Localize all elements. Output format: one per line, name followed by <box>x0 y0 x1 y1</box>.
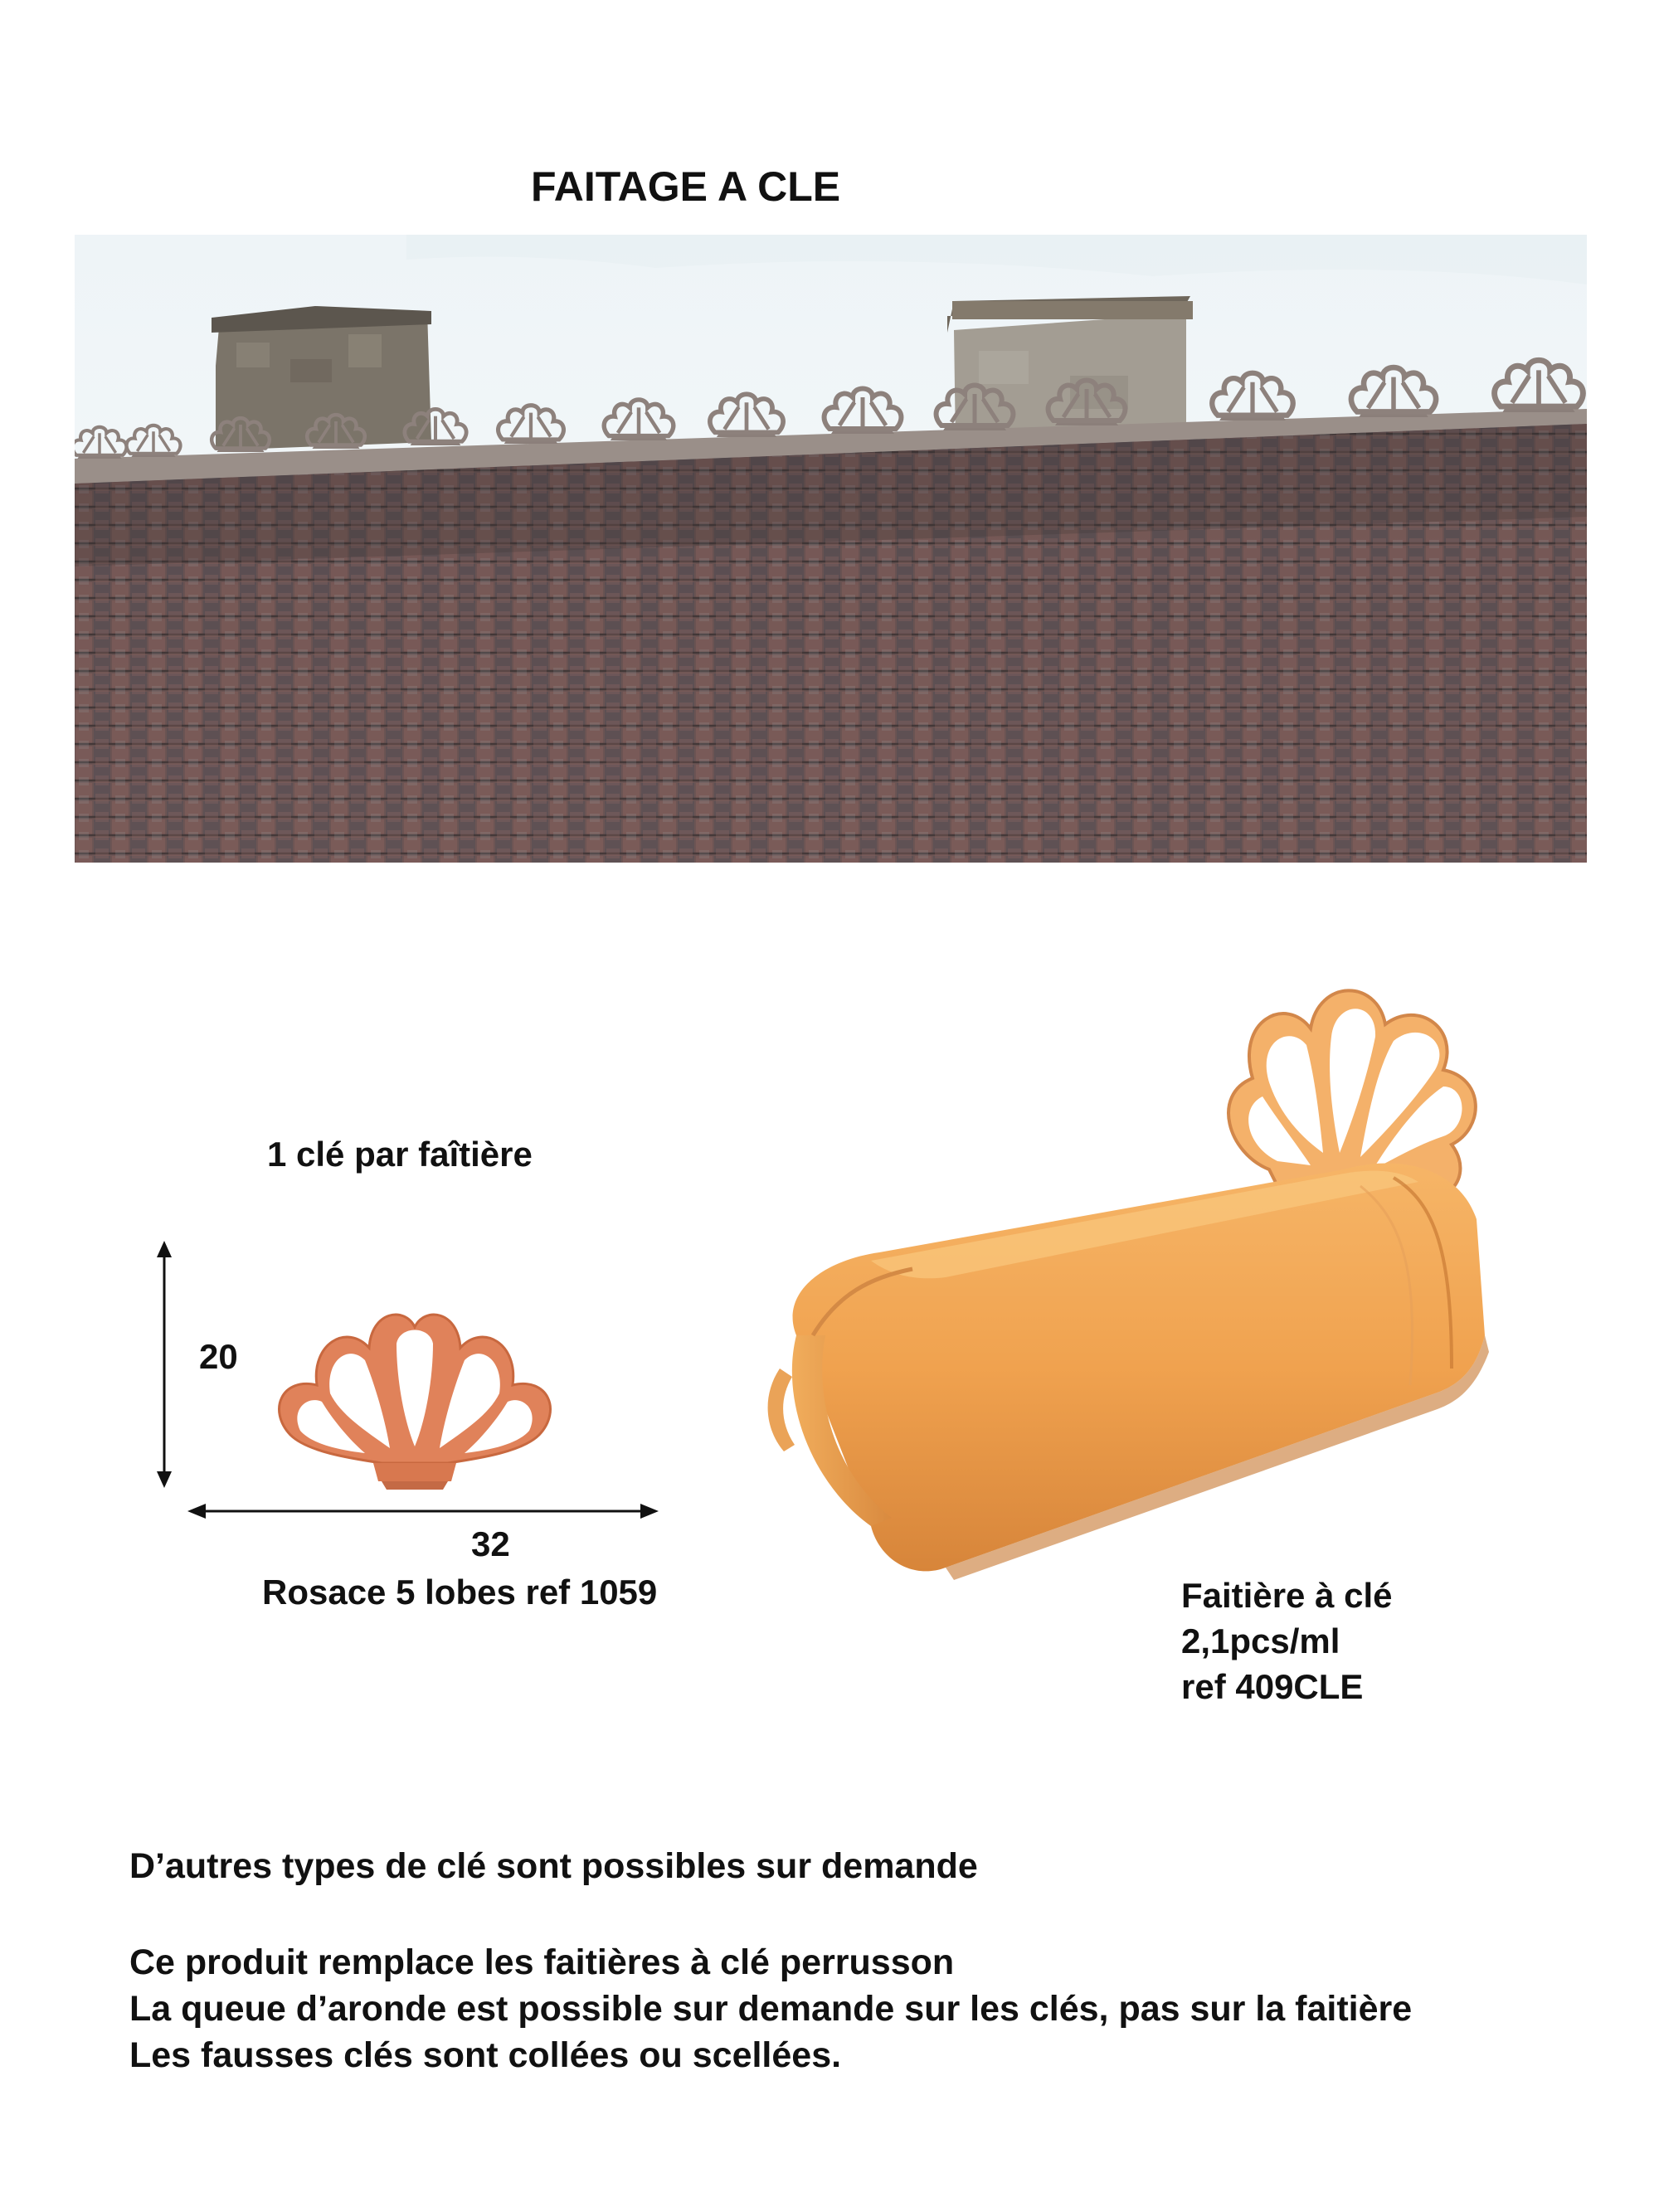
dimension-width: 32 <box>471 1524 510 1563</box>
key-per-ridge-label: 1 clé par faîtière <box>267 1135 533 1174</box>
ridge-tile-quantity: 2,1pcs/ml <box>1181 1621 1340 1660</box>
rosace-label: Rosace 5 lobes ref 1059 <box>262 1573 658 1612</box>
dimension-height: 20 <box>199 1337 238 1376</box>
note-replaces-perrusson: Ce produit remplace les faitières à clé … <box>129 1942 955 1982</box>
ridge-tile-illustration <box>747 904 1535 1617</box>
ridge-tile-reference: ref 409CLE <box>1181 1667 1364 1706</box>
ridge-tile-name: Faitière à clé <box>1181 1576 1393 1615</box>
page-title: FAITAGE A CLE <box>531 163 841 210</box>
note-false-keys: Les fausses clés sont collées ou scellée… <box>129 2035 842 2075</box>
roof-photo <box>75 235 1587 863</box>
note-other-keys: D’autres types de clé sont possibles sur… <box>129 1846 978 1886</box>
ridge-tile-caption: Faitière à clé 2,1pcs/ml ref 409CLE <box>1181 1573 1392 1709</box>
rosace-illustration <box>141 1236 672 1534</box>
note-dovetail: La queue d’aronde est possible sur deman… <box>129 1989 1413 2029</box>
